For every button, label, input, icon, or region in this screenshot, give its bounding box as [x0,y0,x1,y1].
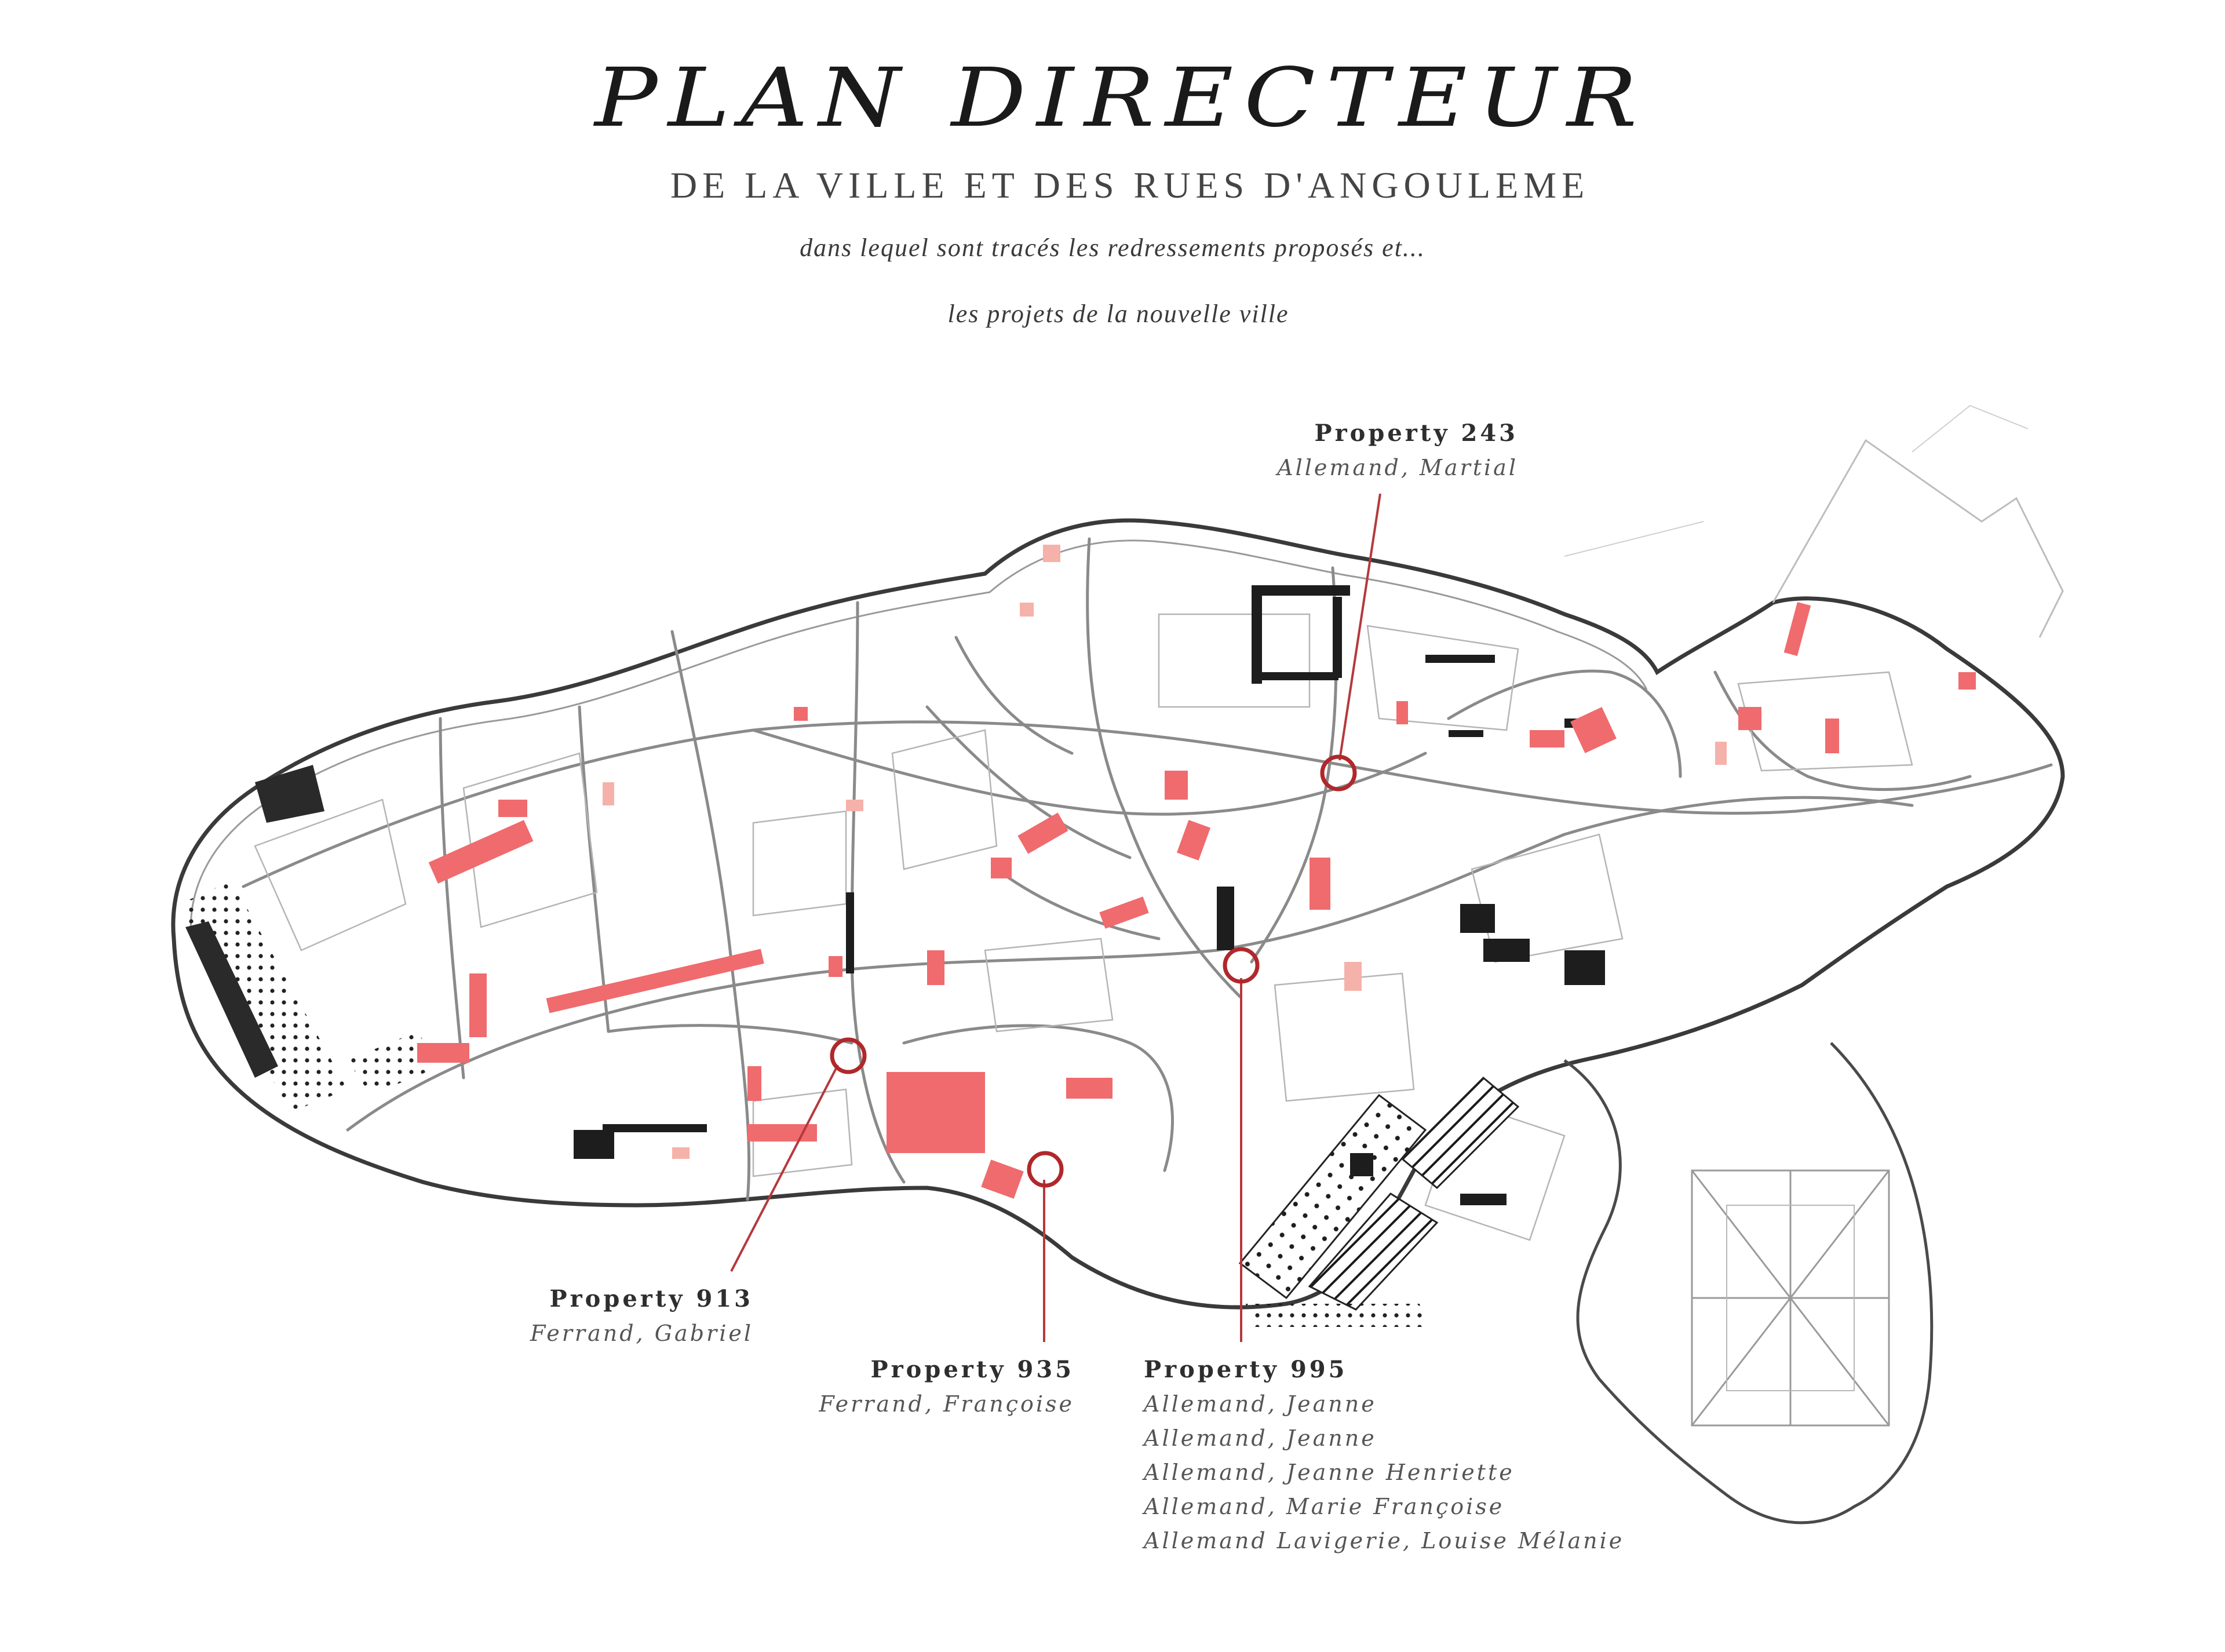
circle-marker-icon [1320,754,1357,792]
leader-line-243 [1338,493,1381,761]
owner-name: Allemand, Jeanne [1144,1391,1377,1417]
map-title: PLAN DIRECTEUR [594,51,1648,145]
property-callout-243: Property 243 Allemand, Martial [1277,422,1518,491]
map-title-line-1: dans lequel sont tracés les redressement… [800,234,1425,262]
owner-list: Allemand, Jeanne Allemand, Jeanne Allema… [1144,1393,1624,1552]
circle-marker-icon [1027,1151,1064,1188]
garden-grid [1691,1169,1890,1427]
property-label: Property 913 [549,1285,753,1312]
hatched-blocks [1238,1076,1520,1311]
map-title-line-2: les projets de la nouvelle ville [947,300,1289,328]
owner-list: Allemand, Martial [1277,457,1518,479]
property-label: Property 935 [870,1356,1074,1383]
map-title-block: PLAN DIRECTEUR DE LA VILLE ET DES RUES D… [0,58,2225,327]
streets [242,537,2053,1201]
owner-list: Ferrand, Gabriel [530,1322,753,1344]
owner-name: Allemand, Marie Françoise [1144,1494,1505,1519]
tree-plantations [180,765,1425,1327]
garden-inner [1726,1205,1855,1391]
property-callout-995: Property 995 Allemand, Jeanne Allemand, … [1144,1358,1624,1564]
property-callout-935: Property 935 Ferrand, Françoise [819,1358,1074,1427]
property-markers [830,754,1357,1188]
leader-line-913 [730,1064,839,1272]
owner-name: Allemand, Jeanne [1144,1425,1377,1451]
property-label: Property 995 [1144,1356,1348,1383]
city-outline-inner [189,539,1648,939]
map-subtitle: DE LA VILLE ET DES RUES D'ANGOULEME [670,165,1590,206]
owner-name: Allemand, Martial [1277,455,1518,480]
owner-name: Ferrand, Françoise [819,1391,1074,1417]
property-callout-913: Property 913 Ferrand, Gabriel [530,1288,753,1356]
owner-name: Ferrand, Gabriel [530,1321,753,1346]
property-label: Property 243 [1314,420,1518,447]
property-highlights [417,545,1976,1199]
northeast-bastion [1772,439,2064,638]
new-town-outline [1563,1042,1934,1525]
city-outline [171,518,2065,1310]
circle-marker-icon [1223,947,1260,984]
owner-name: Allemand, Jeanne Henriette [1144,1460,1515,1485]
owner-name: Allemand Lavigerie, Louise Mélanie [1144,1528,1625,1553]
circle-marker-icon [830,1037,867,1074]
owner-list: Ferrand, Françoise [819,1393,1074,1415]
leader-lines [730,493,1381,1342]
parcel-lines [254,613,1913,1241]
